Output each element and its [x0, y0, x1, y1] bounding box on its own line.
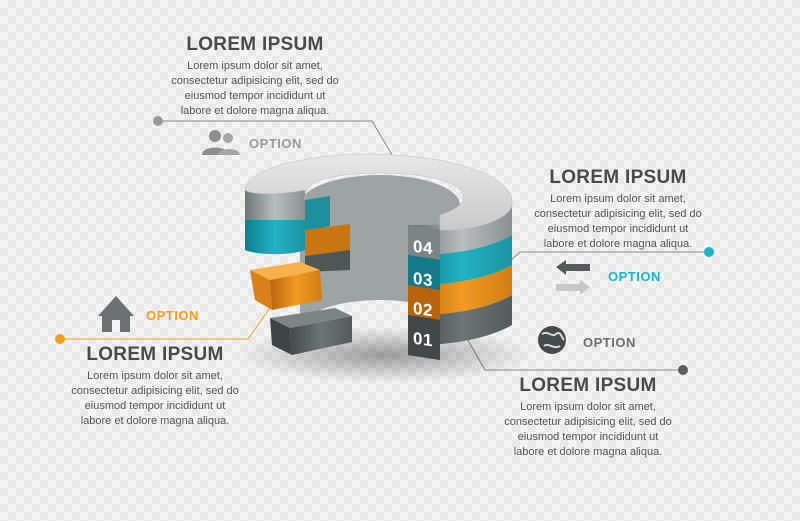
connector-dot-bottom [678, 365, 688, 375]
body-line: consectetur adipisicing elit, sed do [504, 416, 672, 428]
body-line: Lorem ipsum dolor sit amet, [187, 60, 323, 72]
option-label-arrows: OPTION [608, 269, 661, 284]
body-line: consectetur adipisicing elit, sed do [71, 385, 239, 397]
home-icon [98, 296, 134, 332]
block-body: Lorem ipsum dolor sit amet, consectetur … [150, 59, 360, 119]
orange-step [250, 262, 322, 310]
text-block-right: LOREM IPSUM Lorem ipsum dolor sit amet, … [513, 167, 723, 252]
segment-number-02: 02 [413, 298, 433, 321]
segment-number-04: 04 [413, 236, 433, 259]
arrows-icon [556, 260, 590, 295]
left-wall-bands [245, 190, 350, 272]
option-label-globe: OPTION [583, 335, 636, 350]
body-line: eiusmod tempor incididunt ut [517, 431, 659, 443]
block-title: LOREM IPSUM [549, 167, 687, 188]
text-block-bottom: LOREM IPSUM Lorem ipsum dolor sit amet, … [483, 375, 693, 460]
users-icon [202, 130, 240, 155]
body-line: eiusmod tempor incididunt ut [84, 400, 226, 412]
text-block-left: LOREM IPSUM Lorem ipsum dolor sit amet, … [50, 344, 260, 429]
block-body: Lorem ipsum dolor sit amet, consectetur … [513, 192, 723, 252]
block-title: LOREM IPSUM [86, 344, 224, 365]
option-label-home: OPTION [146, 308, 199, 323]
body-line: eiusmod tempor incididunt ut [547, 223, 689, 235]
body-line: labore et dolore magna aliqua. [80, 415, 230, 427]
body-line: labore et dolore magna aliqua. [513, 446, 663, 458]
body-line: consectetur adipisicing elit, sed do [534, 208, 702, 220]
dark-step [270, 308, 352, 355]
body-line: Lorem ipsum dolor sit amet, [550, 193, 686, 205]
body-line: Lorem ipsum dolor sit amet, [87, 370, 223, 382]
connector-dot-top [153, 116, 163, 126]
segment-number-01: 01 [413, 328, 433, 351]
block-title: LOREM IPSUM [186, 34, 324, 55]
block-body: Lorem ipsum dolor sit amet, consectetur … [50, 369, 260, 429]
block-title: LOREM IPSUM [519, 375, 657, 396]
body-line: Lorem ipsum dolor sit amet, [520, 401, 656, 413]
connector-dot-right [704, 247, 714, 257]
body-line: eiusmod tempor incididunt ut [184, 90, 326, 102]
segment-number-03: 03 [413, 268, 433, 291]
text-block-top: LOREM IPSUM Lorem ipsum dolor sit amet, … [150, 34, 360, 119]
option-label-users: OPTION [249, 136, 302, 151]
globe-icon [538, 326, 566, 354]
body-line: labore et dolore magna aliqua. [543, 238, 693, 250]
body-line: consectetur adipisicing elit, sed do [171, 75, 339, 87]
connector-dot-left [55, 334, 65, 344]
ring-top-surface [244, 153, 513, 231]
block-body: Lorem ipsum dolor sit amet, consectetur … [483, 400, 693, 460]
body-line: labore et dolore magna aliqua. [180, 105, 330, 117]
